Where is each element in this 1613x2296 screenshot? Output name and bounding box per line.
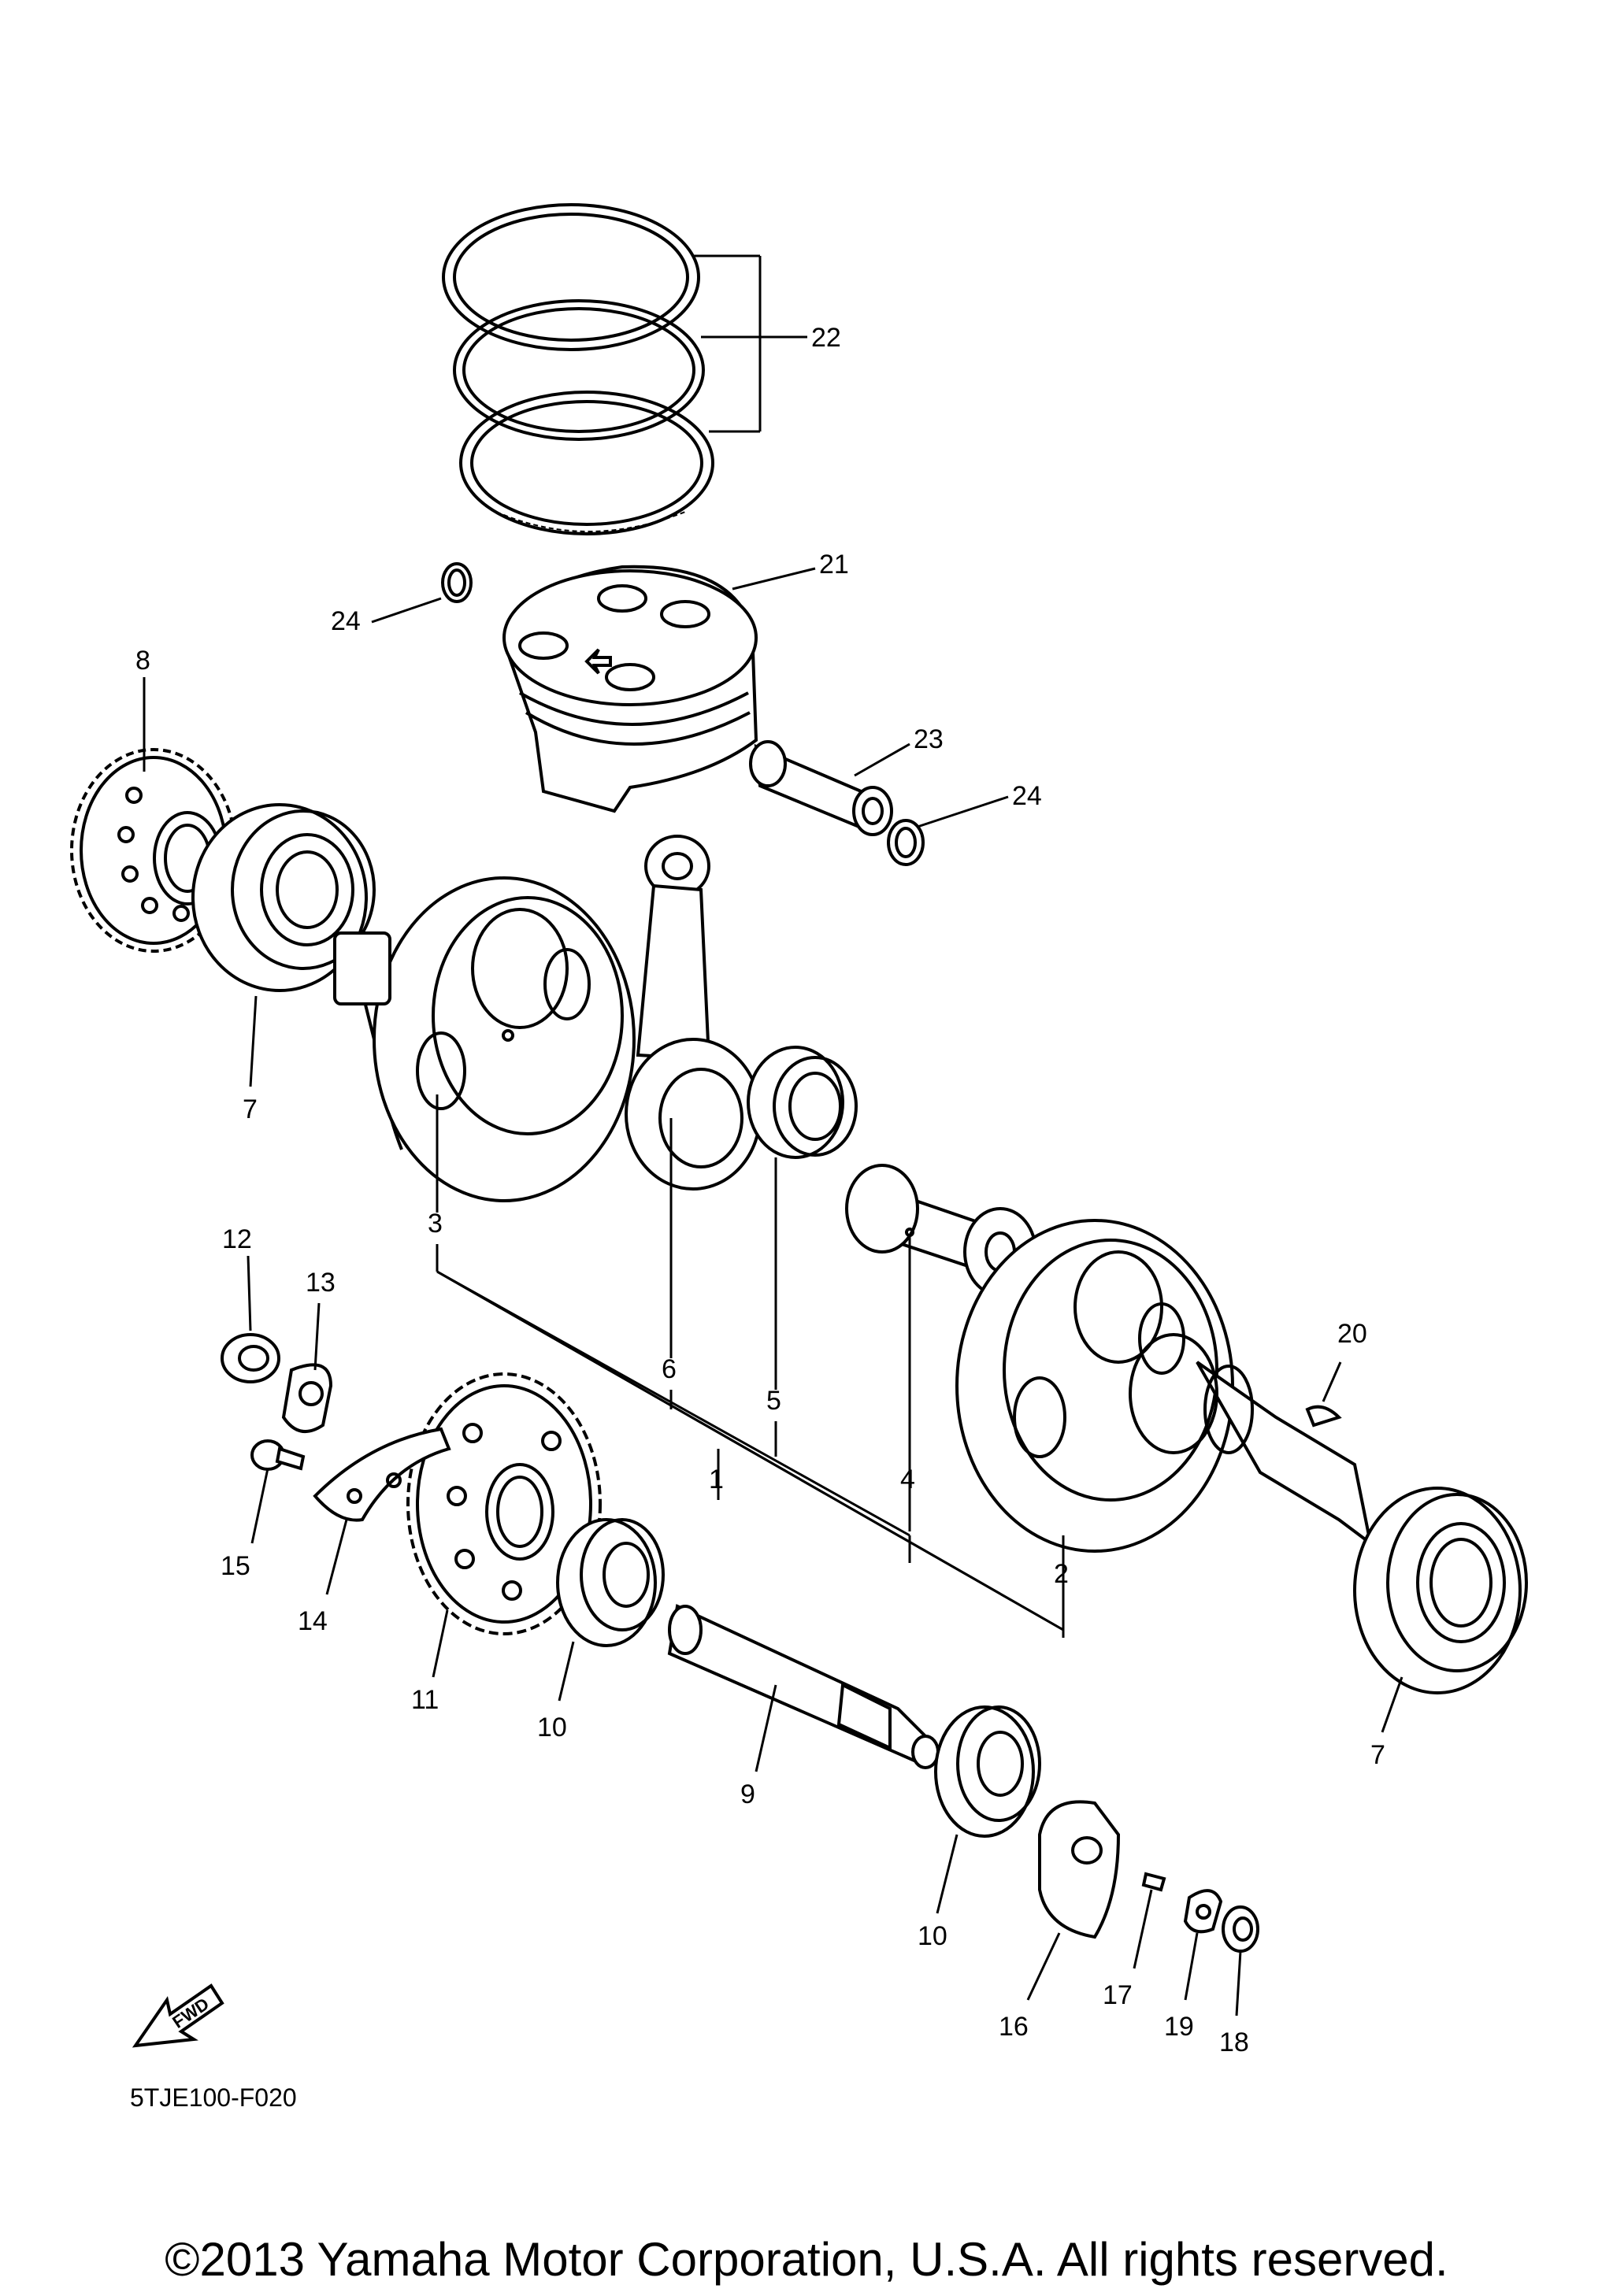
callout-5: 5 xyxy=(766,1386,781,1416)
lock-washer-13 xyxy=(281,1363,333,1433)
crank-wheel-right xyxy=(955,1219,1373,1553)
callout-24-lower: 24 xyxy=(1012,781,1042,811)
callout-21: 21 xyxy=(819,550,849,580)
bolt-15 xyxy=(250,1439,306,1471)
needle-bearing xyxy=(747,1046,858,1159)
callout-12: 12 xyxy=(222,1224,252,1254)
callout-1: 1 xyxy=(709,1465,724,1494)
callout-7-right: 7 xyxy=(1370,1740,1385,1770)
callout-4: 4 xyxy=(900,1465,915,1494)
callout-10-upper: 10 xyxy=(537,1713,567,1742)
callout-23: 23 xyxy=(914,724,944,754)
callout-17: 17 xyxy=(1103,1980,1133,2010)
bearing-10-lower xyxy=(934,1705,1041,1838)
piston-pin xyxy=(749,740,893,836)
callout-6: 6 xyxy=(662,1354,677,1384)
callout-3: 3 xyxy=(428,1209,443,1239)
circlip-upper xyxy=(441,562,473,603)
copyright-notice: ©2013 Yamaha Motor Corporation, U.S.A. A… xyxy=(165,2233,1448,2286)
lock-washer-19 xyxy=(1183,1889,1223,1934)
callout-2: 2 xyxy=(1054,1559,1069,1589)
callout-16: 16 xyxy=(999,2012,1029,2042)
callout-13: 13 xyxy=(306,1268,336,1298)
callout-14: 14 xyxy=(298,1606,328,1636)
leader-lines xyxy=(143,335,1403,2016)
crank-wheel-left xyxy=(333,876,636,1202)
woodruff-key xyxy=(1305,1405,1342,1428)
callout-9: 9 xyxy=(740,1779,755,1809)
key-17 xyxy=(1141,1872,1166,1892)
balancer-drive-gear xyxy=(406,1372,602,1635)
callout-labels: 1 2 3 4 5 6 7 7 8 9 10 10 11 12 13 14 15… xyxy=(135,323,1385,2057)
balancer-shaft xyxy=(667,1604,940,1769)
callout-22: 22 xyxy=(811,323,841,353)
callout-10-lower: 10 xyxy=(918,1921,947,1951)
fwd-arrow-icon: FWD xyxy=(132,1983,224,2048)
nut-12 xyxy=(221,1333,280,1383)
callout-7-left: 7 xyxy=(243,1094,258,1124)
callout-11: 11 xyxy=(411,1685,439,1715)
piston xyxy=(502,565,758,813)
nut-18 xyxy=(1222,1905,1259,1953)
callout-15: 15 xyxy=(221,1551,250,1581)
assembly-bracket xyxy=(436,1270,1064,1631)
balancer-weight xyxy=(1038,1800,1121,1939)
plate-14 xyxy=(313,1427,451,1522)
callout-8: 8 xyxy=(135,646,150,676)
bearing-left xyxy=(191,803,376,992)
connecting-rod xyxy=(625,835,762,1191)
bearing-right xyxy=(1353,1487,1528,1694)
diagram-code: 5TJE100-F020 xyxy=(130,2083,297,2112)
callout-18: 18 xyxy=(1219,2028,1249,2057)
bearing-10-upper xyxy=(556,1518,665,1647)
callout-19: 19 xyxy=(1164,2012,1194,2042)
circlip-lower xyxy=(887,819,925,866)
callout-20: 20 xyxy=(1337,1319,1367,1349)
callout-24-upper: 24 xyxy=(331,606,361,636)
piston-rings xyxy=(442,203,807,535)
